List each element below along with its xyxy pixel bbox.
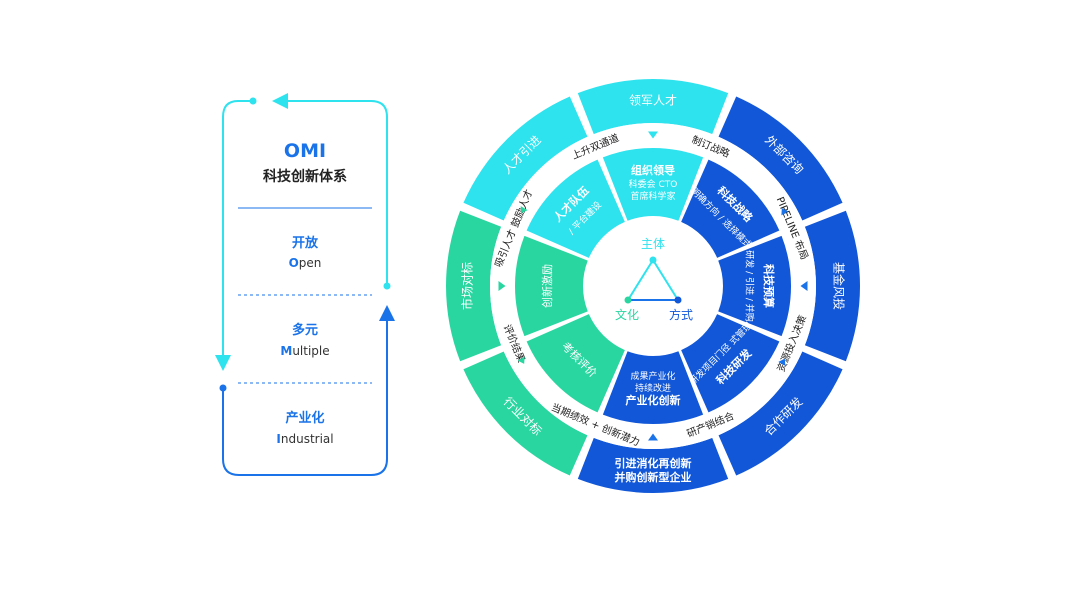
outer-segment-label: 领军人才 — [629, 94, 677, 108]
section-open-en: Open — [289, 256, 322, 270]
outer-segment — [446, 210, 502, 362]
core-label-top: 主体 — [641, 237, 665, 251]
core-circle — [587, 220, 719, 352]
inner-segment-title: 创新激励 — [540, 264, 554, 308]
inner-segment — [526, 314, 625, 413]
inner-segment-sub: 研发 / 引进 / 并购 — [744, 250, 756, 322]
section-multiple-en: Multiple — [280, 344, 329, 358]
flow-arrow-icon — [520, 206, 528, 214]
outer-segment — [577, 79, 729, 135]
inner-segment — [681, 159, 780, 258]
flow-arrow-icon — [781, 208, 789, 216]
inner-segment-title: 组织领导 — [631, 163, 675, 177]
flow-arrow-icon — [498, 281, 506, 291]
core-label-left: 文化 — [615, 307, 639, 322]
flow-arrow-icon — [800, 281, 808, 291]
omi-wheel: 领军人才外部咨询基金风投合作研发引进消化再创新并购创新型企业行业对标市场对标人才… — [446, 79, 861, 493]
inner-segment — [602, 148, 704, 221]
inner-segment — [602, 351, 704, 425]
cycle-arrow-blue — [222, 305, 395, 476]
inner-segment-title: 产业化创新 — [626, 393, 681, 407]
outer-segment — [463, 96, 588, 221]
core-label-right: 方式 — [669, 307, 693, 322]
cycle-arrow-teal — [272, 93, 388, 286]
outer-segment — [804, 210, 861, 362]
inner-segment — [526, 159, 625, 258]
inner-segment-title: 科技预算 — [762, 264, 776, 308]
triangle-edge — [652, 259, 679, 301]
inner-segment — [681, 314, 780, 413]
node-dot — [674, 296, 682, 304]
outer-segment-label: 引进消化再创新并购创新型企业 — [615, 456, 692, 484]
outer-segment-label: 市场对标 — [460, 262, 475, 310]
section-industrial-en: Industrial — [276, 432, 333, 446]
inner-segment-sub: 成果产业化持续改进 — [630, 370, 675, 394]
section-industrial-cn: 产业化 — [285, 410, 324, 426]
cycle-arrow-teal-left — [215, 100, 253, 371]
omi-subtitle: 科技创新体系 — [263, 168, 347, 185]
section-open-cn: 开放 — [292, 235, 319, 251]
inner-segment — [515, 235, 588, 337]
omi-title: OMI — [284, 140, 326, 162]
flow-arrow-icon — [648, 131, 658, 139]
outer-segment — [577, 437, 729, 493]
omi-panel: OMI 科技创新体系 开放 Open 多元 Multiple 产业化 Indus… — [215, 93, 395, 476]
outer-segment — [463, 351, 588, 476]
node-dot — [624, 296, 632, 304]
node-dot — [649, 256, 657, 264]
inner-segment — [718, 235, 791, 337]
flow-arrow-icon — [778, 358, 786, 366]
outer-segment — [718, 351, 843, 476]
outer-segment-label: 基金风投 — [832, 262, 847, 310]
section-multiple-cn: 多元 — [292, 322, 318, 338]
outer-segment — [718, 96, 843, 221]
triangle-edge — [627, 259, 654, 301]
flow-arrow-icon — [648, 433, 658, 441]
flow-arrow-icon — [517, 356, 525, 364]
